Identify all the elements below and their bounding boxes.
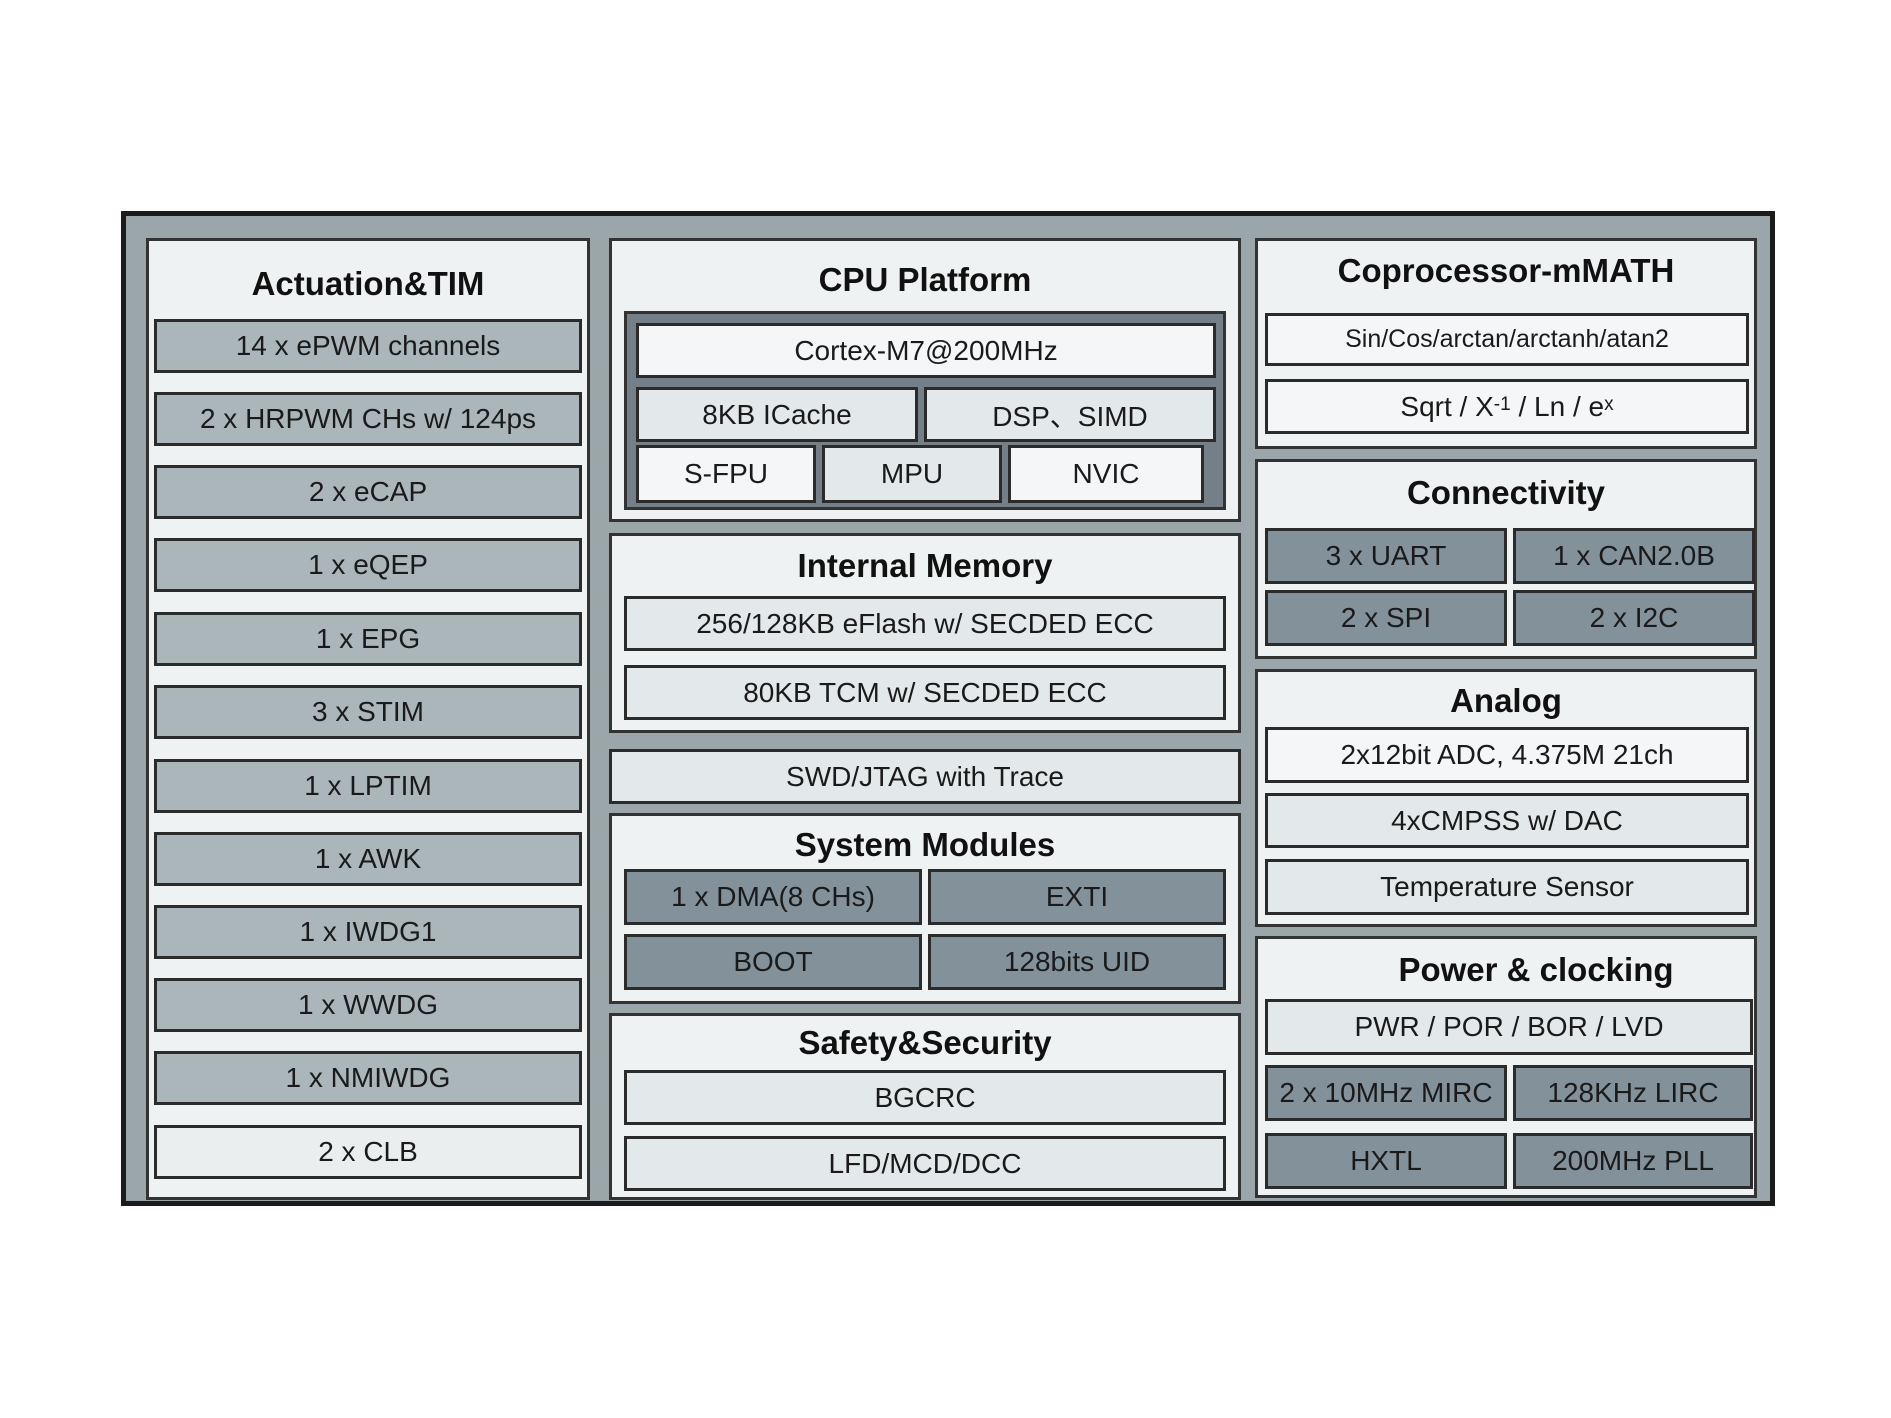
soc-block-diagram: Actuation&TIM 14 x ePWM channels 2 x HRP… xyxy=(121,211,1775,1206)
bgcrc-block: BGCRC xyxy=(624,1070,1226,1125)
cortex-m7-block: Cortex-M7@200MHz xyxy=(636,323,1216,378)
nmiwdg-block: 1 x NMIWDG xyxy=(154,1051,582,1105)
math-ln-text: / Ln / e xyxy=(1510,390,1605,422)
mpu-block: MPU xyxy=(822,445,1002,503)
i2c-block: 2 x I2C xyxy=(1513,590,1755,646)
exti-block: EXTI xyxy=(928,869,1226,925)
dsp-simd-block: DSP、SIMD xyxy=(924,387,1216,442)
mirc-block: 2 x 10MHz MIRC xyxy=(1265,1065,1507,1121)
spi-block: 2 x SPI xyxy=(1265,590,1507,646)
power-panel: Power & clocking PWR / POR / BOR / LVD 2… xyxy=(1255,936,1757,1198)
safety-panel: Safety&Security BGCRC LFD/MCD/DCC xyxy=(609,1013,1241,1200)
adc-block: 2x12bit ADC, 4.375M 21ch xyxy=(1265,727,1749,783)
coprocessor-title: Coprocessor-mMATH xyxy=(1337,252,1675,289)
tcm-block: 80KB TCM w/ SECDED ECC xyxy=(624,665,1226,720)
pll-block: 200MHz PLL xyxy=(1513,1133,1753,1189)
sfpu-block: S-FPU xyxy=(636,445,816,503)
system-title: System Modules xyxy=(794,826,1056,863)
can-block: 1 x CAN2.0B xyxy=(1513,528,1755,584)
cmpss-block: 4xCMPSS w/ DAC xyxy=(1265,793,1749,848)
actuation-title: Actuation&TIM xyxy=(251,265,485,302)
lirc-block: 128KHz LIRC xyxy=(1513,1065,1753,1121)
actuation-panel: Actuation&TIM 14 x ePWM channels 2 x HRP… xyxy=(146,238,590,1200)
stim-block: 3 x STIM xyxy=(154,685,582,739)
cpu-title: CPU Platform xyxy=(818,261,1032,298)
ecap-block: 2 x eCAP xyxy=(154,465,582,519)
wwdg-block: 1 x WWDG xyxy=(154,978,582,1032)
boot-block: BOOT xyxy=(624,934,922,990)
hxtl-block: HXTL xyxy=(1265,1133,1507,1189)
lptim-block: 1 x LPTIM xyxy=(154,759,582,813)
cpu-panel: CPU Platform Cortex-M7@200MHz 8KB ICache… xyxy=(609,238,1241,522)
uid-block: 128bits UID xyxy=(928,934,1226,990)
icache-block: 8KB ICache xyxy=(636,387,918,442)
connectivity-panel: Connectivity 3 x UART 1 x CAN2.0B 2 x SP… xyxy=(1255,459,1757,659)
analog-panel: Analog 2x12bit ADC, 4.375M 21ch 4xCMPSS … xyxy=(1255,669,1757,927)
iwdg1-block: 1 x IWDG1 xyxy=(154,905,582,959)
epg-block: 1 x EPG xyxy=(154,612,582,666)
clb-block: 2 x CLB xyxy=(154,1125,582,1179)
dma-block: 1 x DMA(8 CHs) xyxy=(624,869,922,925)
swd-jtag-block: SWD/JTAG with Trace xyxy=(609,749,1241,804)
trig-function-block: Sin/Cos/arctan/arctanh/atan2 xyxy=(1265,313,1749,366)
coprocessor-panel: Coprocessor-mMATH Sin/Cos/arctan/arctanh… xyxy=(1255,238,1757,449)
awk-block: 1 x AWK xyxy=(154,832,582,886)
math-sqrt-text: Sqrt / X xyxy=(1400,390,1494,422)
safety-title: Safety&Security xyxy=(798,1024,1052,1061)
pwr-por-block: PWR / POR / BOR / LVD xyxy=(1265,999,1753,1055)
power-title: Power & clocking xyxy=(1398,951,1674,988)
system-panel: System Modules 1 x DMA(8 CHs) EXTI BOOT … xyxy=(609,813,1241,1004)
nvic-block: NVIC xyxy=(1008,445,1204,503)
connectivity-title: Connectivity xyxy=(1406,474,1606,511)
analog-title: Analog xyxy=(1450,682,1562,719)
memory-title: Internal Memory xyxy=(797,547,1053,584)
cpu-core-group: Cortex-M7@200MHz 8KB ICache DSP、SIMD S-F… xyxy=(624,311,1226,510)
uart-block: 3 x UART xyxy=(1265,528,1507,584)
eqep-block: 1 x eQEP xyxy=(154,538,582,592)
epwm-block: 14 x ePWM channels xyxy=(154,319,582,373)
memory-panel: Internal Memory 256/128KB eFlash w/ SECD… xyxy=(609,533,1241,733)
temperature-sensor-block: Temperature Sensor xyxy=(1265,859,1749,915)
eflash-block: 256/128KB eFlash w/ SECDED ECC xyxy=(624,596,1226,651)
hrpwm-block: 2 x HRPWM CHs w/ 124ps xyxy=(154,392,582,446)
lfd-mcd-dcc-block: LFD/MCD/DCC xyxy=(624,1136,1226,1191)
